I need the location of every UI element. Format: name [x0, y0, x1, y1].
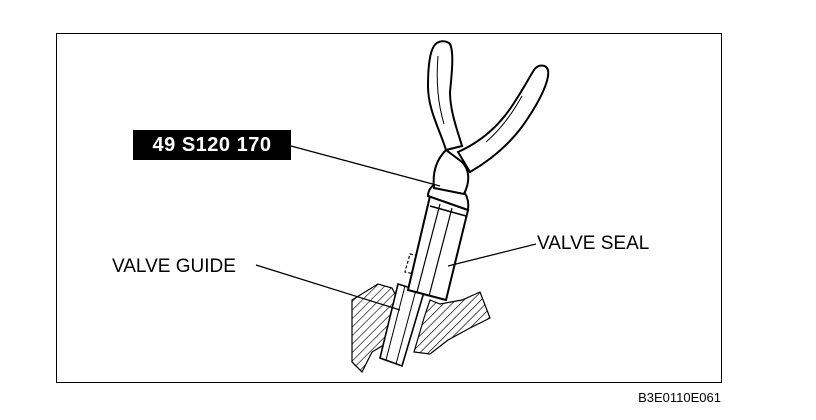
- valve-seal-installer-icon: [406, 40, 550, 302]
- figure-frame: [56, 33, 722, 383]
- figure-code: B3E0110E061: [638, 390, 721, 405]
- leader-lines: [255, 145, 537, 311]
- valve-guide-label: VALVE GUIDE: [112, 256, 236, 277]
- tool-part-number-badge: 49 S120 170: [133, 130, 291, 160]
- valve-seal-label: VALVE SEAL: [537, 233, 650, 254]
